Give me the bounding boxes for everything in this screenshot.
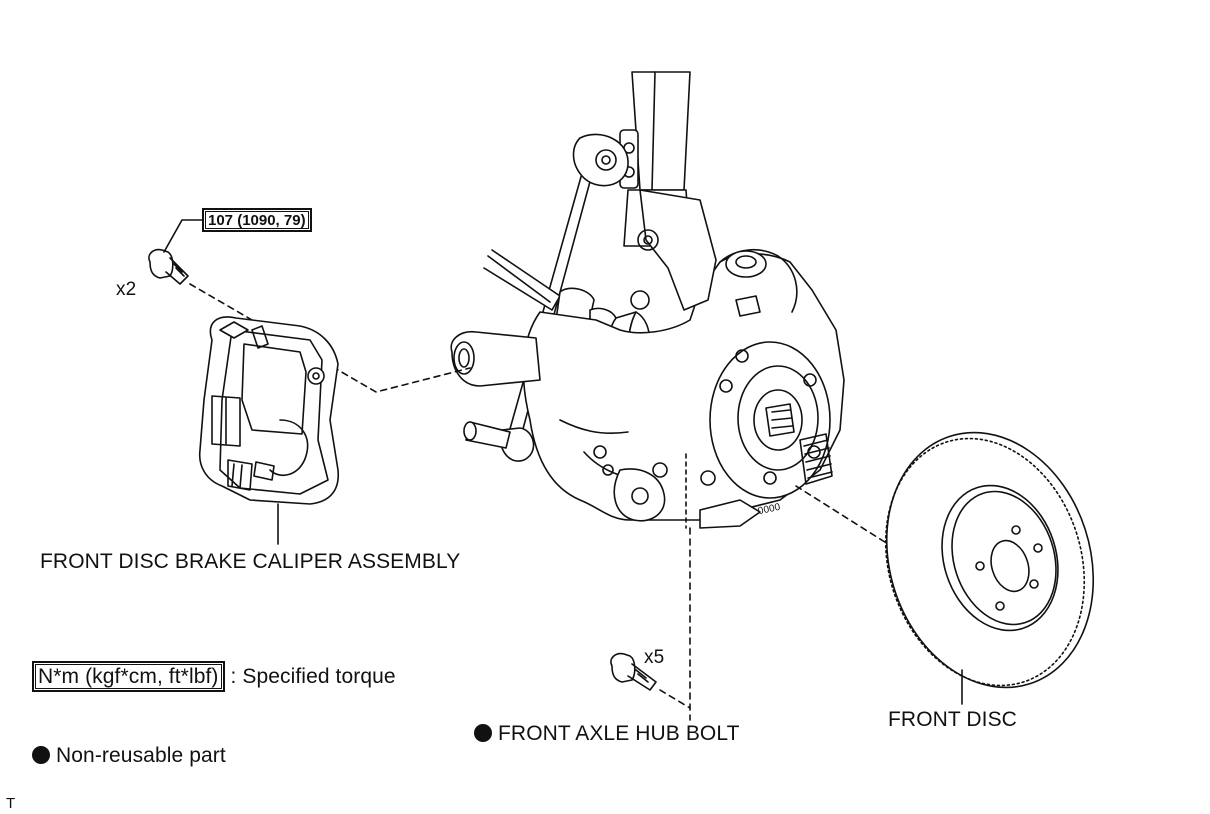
caliper-bolt-drawing: [148, 248, 189, 285]
steering-knuckle: [450, 189, 845, 529]
footer-mark: T: [6, 795, 16, 812]
caliper-bolt-torque-label: 107 (1090, 79): [202, 208, 312, 232]
caliper-drawing: [198, 316, 339, 505]
torque-legend: N*m (kgf*cm, ft*lbf) : Specified torque: [32, 661, 396, 692]
hub-bolt-label-text: FRONT AXLE HUB BOLT: [498, 722, 740, 745]
caliper-assembly-label: FRONT DISC BRAKE CALIPER ASSEMBLY: [40, 550, 461, 573]
torque-unit-box: N*m (kgf*cm, ft*lbf): [32, 661, 225, 692]
non-reusable-legend-text: Non-reusable part: [56, 744, 226, 767]
hub-bolt-label: FRONT AXLE HUB BOLT: [474, 723, 740, 744]
hub-bolt-drawing: [610, 652, 657, 691]
disc-drawing: [884, 431, 1095, 689]
non-reusable-legend: Non-reusable part: [32, 745, 226, 766]
non-reusable-legend-icon: [32, 746, 50, 764]
front-disc-label: FRONT DISC: [888, 708, 1017, 731]
non-reusable-mark-icon: [474, 724, 492, 742]
hub-bolt-quantity: x5: [644, 647, 665, 668]
caliper-bolt-quantity: x2: [116, 279, 137, 300]
torque-legend-desc: : Specified torque: [230, 665, 396, 688]
